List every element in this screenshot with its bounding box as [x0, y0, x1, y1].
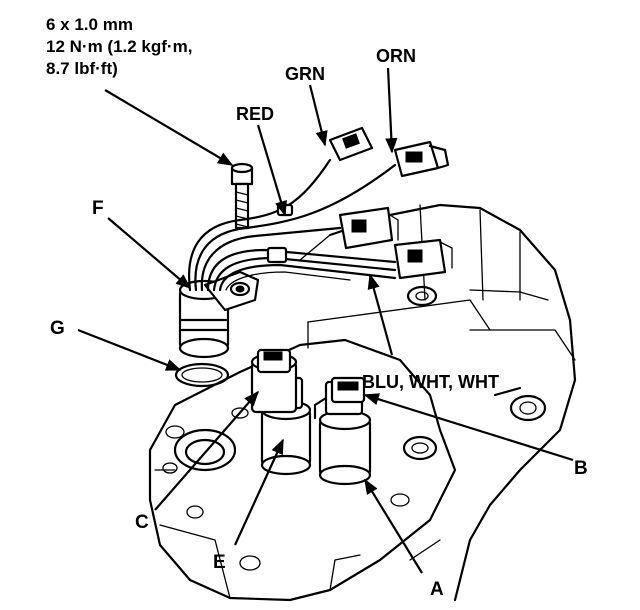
label-blu-wht-wht: BLU, WHT, WHT — [362, 372, 499, 392]
leader-grn — [308, 84, 328, 147]
connector-orn — [393, 140, 450, 178]
solenoid-connector-b — [330, 376, 366, 404]
leader-c — [154, 390, 260, 511]
transmission-housing — [148, 203, 577, 602]
shift-solenoid-c — [250, 348, 298, 414]
leader-f — [107, 217, 192, 289]
callout-c: C — [135, 512, 149, 533]
leader-a — [364, 478, 423, 574]
connector-red — [338, 206, 399, 250]
leader-b — [363, 393, 574, 462]
leader-red — [256, 124, 287, 217]
callout-g: G — [50, 318, 65, 339]
spec-line-2: 12 N·m (1.2 kgf·m, — [46, 37, 192, 56]
leader-spec — [104, 89, 234, 166]
callout-f: F — [92, 198, 104, 219]
callout-b: B — [574, 458, 588, 479]
leader-orn — [385, 67, 398, 154]
label-grn: GRN — [285, 64, 325, 84]
spec-line-1: 6 x 1.0 mm — [46, 15, 133, 34]
leader-blu-wht-wht — [367, 273, 394, 356]
leader-lines — [77, 67, 574, 574]
label-red: RED — [236, 104, 274, 124]
leader-e — [233, 438, 285, 546]
leader-g — [77, 328, 182, 372]
spec-line-3: 8.7 lbf·ft) — [46, 59, 118, 78]
callout-e: E — [213, 552, 226, 573]
label-orn: ORN — [376, 46, 416, 66]
connector-grn — [328, 126, 374, 162]
callout-a: A — [430, 579, 444, 600]
torque-spec: 6 x 1.0 mm 12 N·m (1.2 kgf·m, 8.7 lbf·ft… — [46, 15, 192, 78]
connector-blu-wht-wht — [393, 238, 453, 280]
o-ring-g — [174, 362, 230, 388]
harness-bracket-f — [178, 270, 260, 359]
